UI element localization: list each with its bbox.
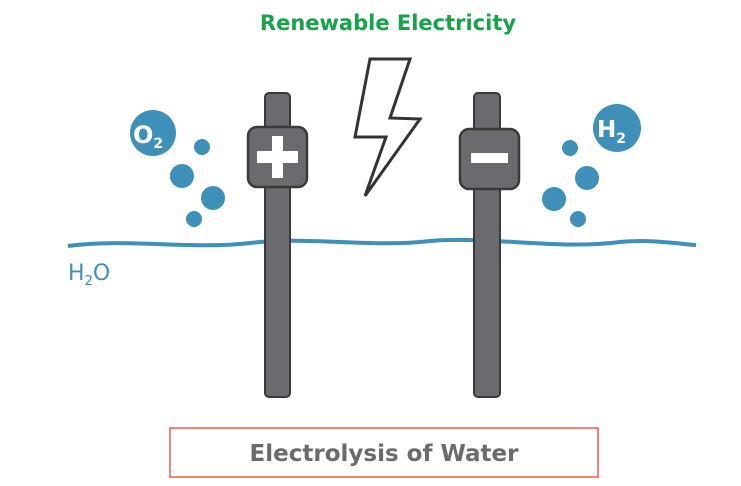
cathode-electrode xyxy=(458,92,521,398)
anode-electrode xyxy=(246,92,309,398)
minus-icon xyxy=(471,153,508,163)
oxygen-label: O2 xyxy=(133,121,163,152)
caption-text: Electrolysis of Water xyxy=(250,441,520,467)
plus-icon xyxy=(257,136,298,178)
caption-box xyxy=(169,427,599,478)
hydrogen-label: H2 xyxy=(597,117,626,147)
diagram-title: Renewable Electricity xyxy=(260,11,516,35)
oxygen-bubbles xyxy=(130,110,225,227)
lightning-bolt-icon xyxy=(353,57,423,197)
water-label: H2O xyxy=(68,261,110,289)
hydrogen-bubbles xyxy=(542,104,641,227)
water-surface-line xyxy=(67,237,697,248)
